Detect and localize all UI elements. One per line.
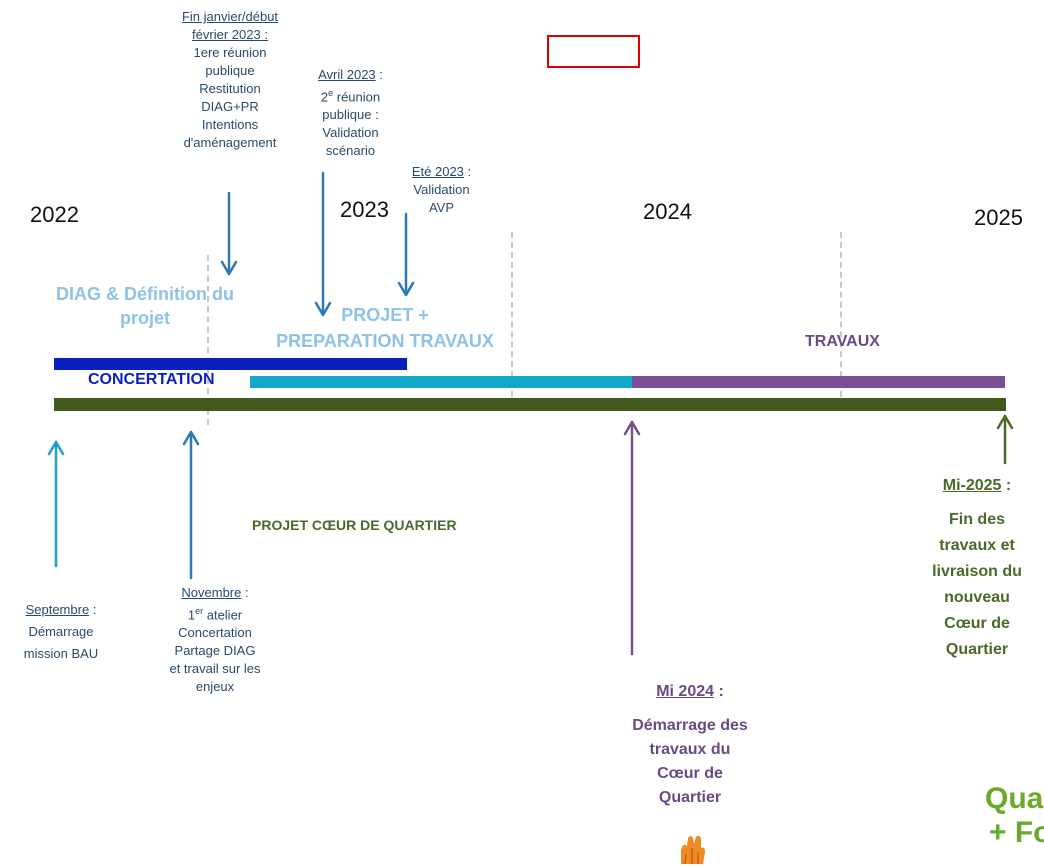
note-title: Septembre — [25, 602, 90, 617]
note-line: publique : — [322, 107, 379, 123]
note-line: Quartier — [658, 789, 722, 806]
year-2024: 2024 — [643, 199, 692, 224]
arrow-up-septembre — [47, 440, 65, 568]
note-title-suffix: : — [241, 585, 249, 600]
note-title: Novembre — [181, 585, 242, 600]
note-line: 2 — [320, 89, 329, 105]
note-line: travaux du — [649, 741, 731, 758]
note-line: réunion — [333, 89, 381, 105]
year-2022: 2022 — [30, 202, 79, 227]
note-title-suffix: : — [714, 683, 724, 700]
arrow-down-avril — [314, 171, 332, 317]
arrow-up-mi2025 — [996, 414, 1014, 465]
note-mi2024: Mi 2024 : Démarrage des travaux du Cœur … — [590, 680, 790, 810]
year-2023: 2023 — [340, 197, 389, 222]
note-line: Démarrage — [28, 624, 94, 639]
note-line: scénario — [325, 143, 376, 159]
concertation-bar — [54, 358, 407, 370]
phase-line: PROJET + — [341, 305, 429, 325]
phase-projet: PROJET + PREPARATION TRAVAUX — [245, 302, 525, 354]
arrow-down-ete — [397, 212, 415, 297]
note-title: Fin janvier/début février 2023 : — [181, 9, 279, 42]
note-title-suffix: : — [260, 27, 268, 42]
logo-line: Qua — [985, 782, 1044, 815]
logo-line: + Fo — [989, 816, 1044, 849]
note-line: AVP — [428, 200, 455, 215]
projet-bar — [250, 376, 632, 388]
note-ete: Eté 2023 : Validation AVP — [394, 163, 489, 217]
note-line: travaux et — [939, 537, 1015, 554]
arrow-up-novembre — [182, 430, 200, 580]
note-line: Quartier — [945, 641, 1009, 658]
note-line: mission BAU — [23, 646, 99, 661]
note-line: livraison du — [932, 563, 1022, 580]
coeur-bar — [54, 398, 1006, 411]
phase-line: PREPARATION TRAVAUX — [276, 331, 494, 351]
note-septembre: Septembre : Démarrage mission BAU — [5, 599, 117, 665]
note-line: Validation — [413, 182, 470, 197]
phase-line: projet — [119, 308, 170, 328]
separator-line — [511, 232, 513, 397]
note-line: atelier — [203, 607, 243, 623]
note-line: Fin des — [948, 511, 1005, 528]
note-line: 1ere réunion — [193, 45, 267, 60]
note-title-suffix: : — [1001, 477, 1012, 494]
note-title-suffix: : — [375, 67, 383, 82]
note-line: 1 — [187, 607, 196, 623]
note-line: Intentions — [201, 117, 259, 132]
highlight-box — [547, 35, 640, 68]
note-line: et travail sur les — [169, 661, 261, 677]
concertation-label: CONCERTATION — [88, 371, 215, 388]
note-line: Validation — [322, 125, 379, 141]
travaux-bar — [632, 376, 1005, 388]
note-avril: Avril 2023 : 2e réunion publique : Valid… — [298, 66, 403, 160]
separator-line — [840, 232, 842, 397]
note-line: DIAG+PR — [201, 99, 259, 114]
note-fin-janvier: Fin janvier/début février 2023 : 1ere ré… — [160, 8, 300, 152]
note-title: Eté 2023 — [411, 164, 464, 179]
note-line: Démarrage des — [632, 717, 748, 734]
note-title-suffix: : — [463, 164, 472, 179]
note-title: Mi 2024 — [656, 683, 715, 700]
note-novembre: Novembre : 1er atelier Concertation Part… — [145, 584, 285, 696]
arrow-down-fin-janvier — [220, 191, 238, 276]
note-line: publique — [205, 63, 255, 78]
superscript: er — [195, 606, 204, 616]
phase-travaux: TRAVAUX — [805, 333, 880, 350]
year-2025: 2025 — [974, 205, 1023, 230]
phase-line: DIAG & Définition du — [56, 284, 234, 304]
note-title: Avril 2023 — [318, 67, 376, 82]
superscript: e — [328, 88, 334, 98]
note-mi2025: Mi-2025 : Fin des travaux et livraison d… — [910, 473, 1044, 663]
note-title-suffix: : — [89, 602, 97, 617]
note-line: Cœur de — [944, 615, 1010, 632]
phase-diag: DIAG & Définition du projet — [30, 282, 260, 330]
note-line: nouveau — [944, 589, 1010, 606]
note-line: Cœur de — [657, 765, 723, 782]
separator-line — [207, 255, 209, 425]
note-line: Restitution — [199, 81, 261, 96]
note-line: Partage DIAG — [174, 643, 256, 659]
note-line: enjeux — [195, 679, 235, 695]
logo-partial: Qua + Fo — [985, 782, 1044, 867]
note-line: d'aménagement — [183, 135, 277, 150]
note-line: Concertation — [178, 625, 252, 641]
hand-icon — [681, 835, 705, 864]
note-title: Mi-2025 — [942, 477, 1002, 494]
arrow-up-mi2024 — [623, 420, 641, 656]
coeur-label: PROJET CŒUR DE QUARTIER — [252, 517, 457, 533]
